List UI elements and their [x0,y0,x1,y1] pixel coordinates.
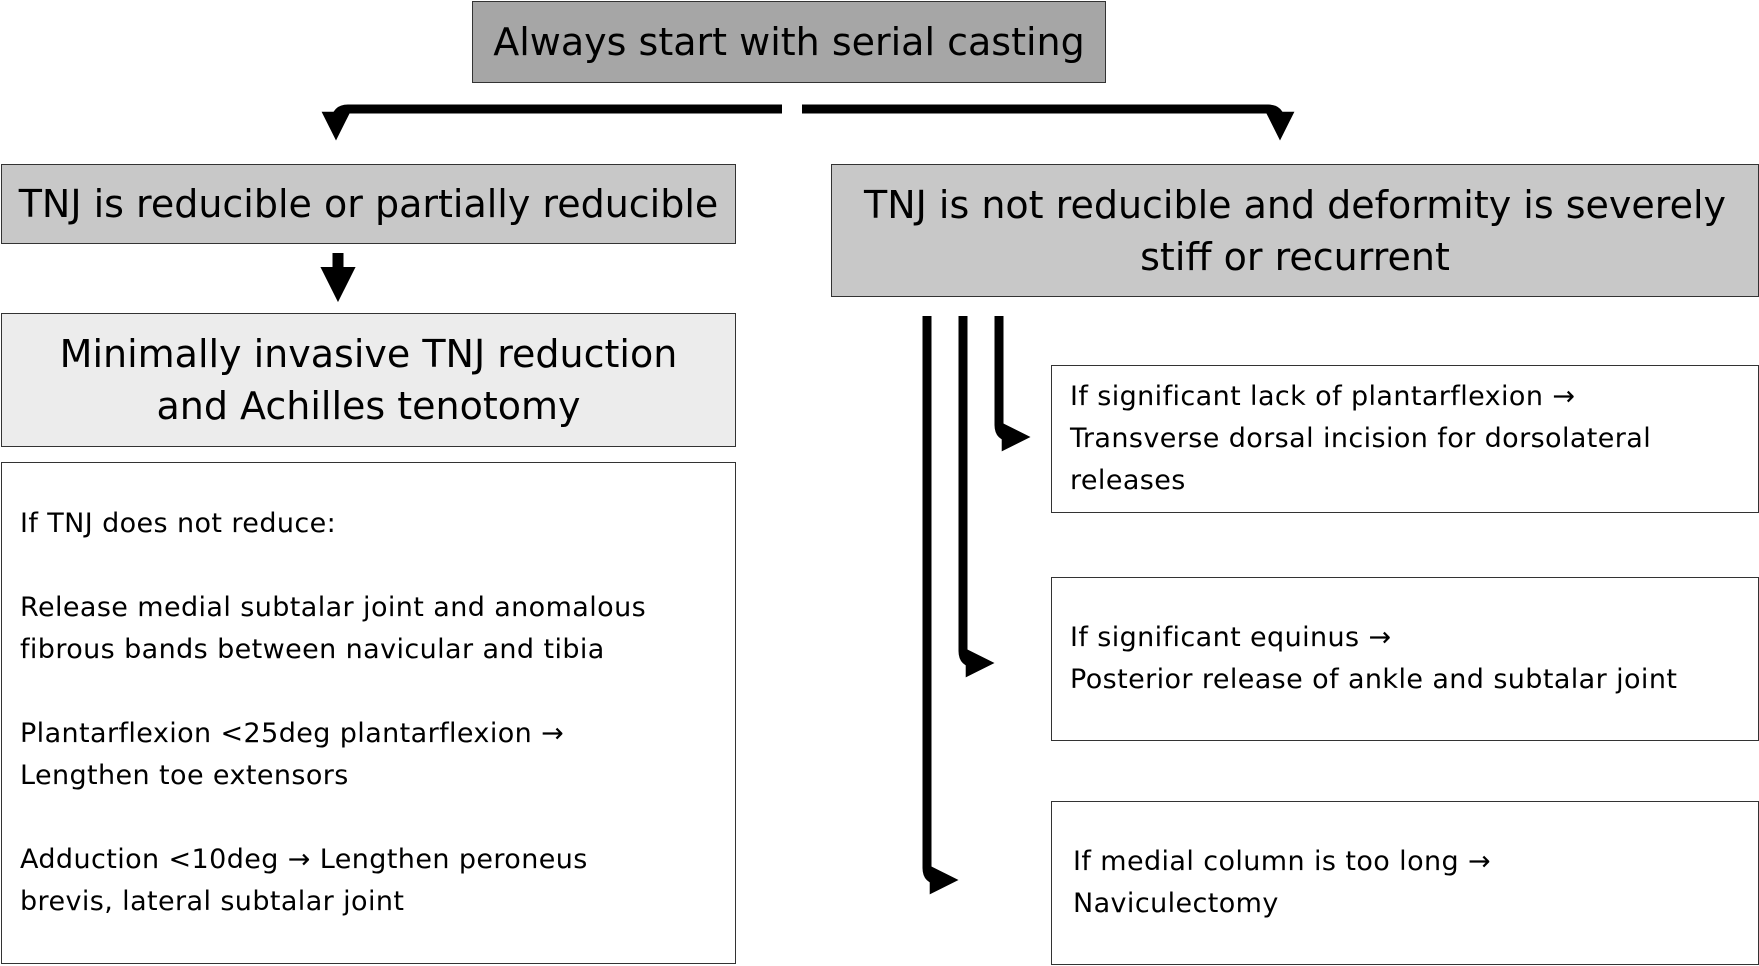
item-3-line-2: brevis, lateral subtalar joint [20,886,405,917]
elbow-arrow-1 [994,316,1031,452]
left-detail-box: If TNJ does not reduce: Release medial s… [1,462,736,964]
branch-connector-right [802,104,1295,141]
left-branch-header-label: TNJ is reducible or partially reducible [18,182,719,226]
right-detail-box-1: If significant lack of plantarflexion → … [1051,365,1759,513]
item-2-line-2: Lengthen toe extensors [20,760,349,791]
start-node-label: Always start with serial casting [493,20,1085,64]
left-procedure-text: Minimally invasive TNJ reduction and Ach… [60,328,678,432]
right-detail-box-2: If significant equinus → Posterior relea… [1051,577,1759,741]
item-2-line-1: Plantarflexion <25deg plantarflexion → [20,718,565,749]
rd2-line-2: Posterior release of ankle and subtalar … [1070,664,1678,695]
item-1-line-2: fibrous bands between navicular and tibi… [20,634,605,665]
branch-connector-left [321,104,782,141]
rd3-line-1: If medial column is too long → [1073,846,1492,877]
right-branch-header: TNJ is not reducible and deformity is se… [831,164,1759,297]
left-detail-intro: If TNJ does not reduce: [20,503,717,545]
rd3-line-2: Naviculectomy [1073,888,1279,919]
left-procedure-line-1: Minimally invasive TNJ reduction [59,332,678,376]
right-detail-box-3: If medial column is too long → Naviculec… [1051,801,1759,965]
rd1-line-1: If significant lack of plantarflexion → [1070,381,1576,412]
left-procedure-box: Minimally invasive TNJ reduction and Ach… [1,313,736,447]
left-branch-header: TNJ is reducible or partially reducible [1,164,736,244]
start-node: Always start with serial casting [472,1,1106,83]
elbow-arrow-2 [958,316,995,678]
right-header-line-1: TNJ is not reducible and deformity is se… [863,182,1726,227]
left-detail-item-2: Plantarflexion <25deg plantarflexion → L… [20,713,717,797]
left-detail-item-1: Release medial subtalar joint and anomal… [20,587,717,671]
left-procedure-line-2: and Achilles tenotomy [156,384,581,428]
right-branch-header-text: TNJ is not reducible and deformity is se… [864,179,1726,283]
elbow-arrow-3 [922,316,959,895]
rd2-line-1: If significant equinus → [1070,622,1392,653]
left-detail-item-3: Adduction <10deg → Lengthen peroneus bre… [20,839,717,923]
right-header-line-2: stiff or recurrent [1140,234,1450,279]
rd1-line-3: releases [1070,465,1186,496]
item-1-line-1: Release medial subtalar joint and anomal… [20,592,647,623]
item-3-line-1: Adduction <10deg → Lengthen peroneus [20,844,588,875]
rd1-line-2: Transverse dorsal incision for dorsolate… [1070,423,1652,454]
intro-line: If TNJ does not reduce: [20,508,337,539]
